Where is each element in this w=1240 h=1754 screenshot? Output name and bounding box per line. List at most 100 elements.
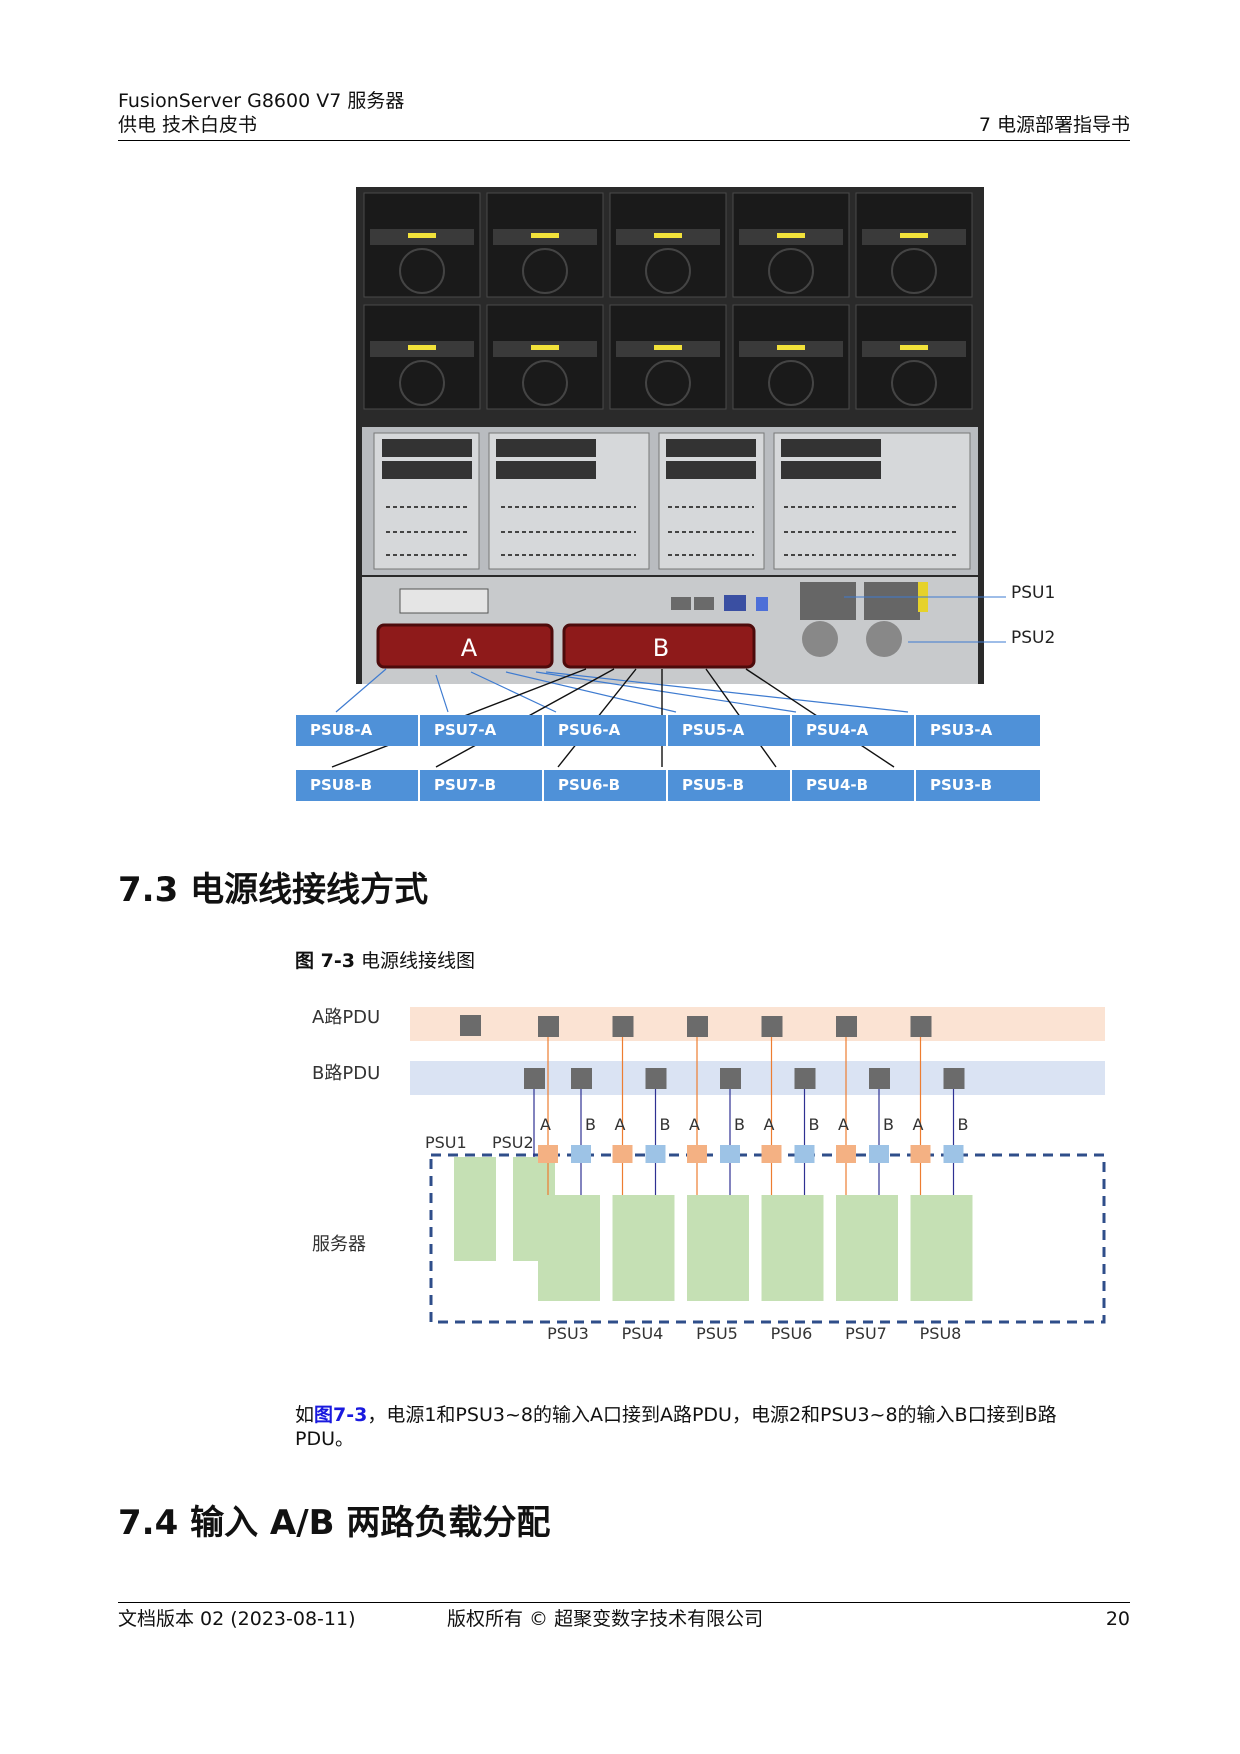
pdu-a-label: A路PDU (312, 1007, 380, 1028)
figure-caption-number: 图 7-3 (295, 950, 355, 972)
fan-led (408, 233, 436, 238)
port-a-label: A (838, 1115, 849, 1134)
paragraph-post: ，电源1和PSU3~8的输入A口接到A路PDU，电源2和PSU3~8的输入B口接… (295, 1404, 1057, 1450)
port-a-label: A (913, 1115, 924, 1134)
server-boundary (429, 1153, 1106, 1324)
port-b-label: B (809, 1115, 820, 1134)
port-b-label: B (883, 1115, 894, 1134)
fan-led (654, 345, 682, 350)
psu-label: PSU6 (771, 1324, 813, 1343)
pdu-b-outlet (720, 1068, 741, 1089)
server-label: 服务器 (312, 1234, 366, 1255)
pdu-a-outlet (836, 1016, 857, 1037)
fan-led (900, 233, 928, 238)
psu-label-a: PSU5-A (668, 715, 792, 746)
pdu-a-outlet (910, 1016, 932, 1037)
port-a-label: A (615, 1115, 626, 1134)
fan-grille (522, 248, 568, 294)
port-a-label: A (540, 1115, 551, 1134)
footer-page-number: 20 (1105, 1608, 1130, 1630)
fan-grille (399, 248, 445, 294)
header-product: FusionServer G8600 V7 服务器 (118, 90, 405, 112)
port-b-label: B (660, 1115, 671, 1134)
callout-psu1: PSU1 (1011, 583, 1056, 603)
footer-version: 文档版本 02 (2023-08-11) (118, 1608, 356, 1630)
psu-label: PSU7 (845, 1324, 887, 1343)
panel-a-label: A (461, 634, 478, 662)
server-rear-illustration: A B (331, 187, 1006, 768)
fan-led (654, 233, 682, 238)
psu-label-a: PSU7-A (420, 715, 544, 746)
port-b (645, 1145, 666, 1163)
psu-label-b: PSU8-B (296, 770, 420, 801)
psu-block (538, 1195, 600, 1301)
psu-label: PSU5 (696, 1324, 738, 1343)
small-psu-label: PSU2 (492, 1133, 534, 1152)
port-b-label: B (958, 1115, 969, 1134)
port-b (943, 1145, 964, 1163)
port-a-label: A (764, 1115, 775, 1134)
port-b-label: B (734, 1115, 745, 1134)
port-a (538, 1145, 558, 1163)
fan-grille (768, 248, 814, 294)
fan-grille (522, 360, 568, 406)
port-b (571, 1145, 591, 1163)
pdu-b-outlet (645, 1068, 667, 1089)
pdu-a-outlet (460, 1015, 481, 1036)
port-a (910, 1145, 931, 1163)
port-b-label: B (585, 1115, 596, 1134)
fan-grille (645, 248, 691, 294)
panel-b-label: B (653, 634, 669, 662)
fan-led (531, 233, 559, 238)
pdu-a-outlet (687, 1016, 708, 1037)
psu-label: PSU4 (622, 1324, 664, 1343)
section-7-3-title: 7.3 电源线接线方式 (118, 870, 429, 910)
fan-led (408, 345, 436, 350)
psu-label: PSU3 (547, 1324, 589, 1343)
psu-label: PSU8 (920, 1324, 962, 1343)
callout-psu2: PSU2 (1011, 628, 1056, 648)
psu-block (612, 1195, 675, 1301)
psu1-block (454, 1157, 496, 1261)
port-b (720, 1145, 740, 1163)
psu-label-a: PSU3-A (916, 715, 1042, 746)
fan-grille (645, 360, 691, 406)
header-chapter: 7 电源部署指导书 (978, 114, 1130, 136)
fan-grille (891, 360, 937, 406)
small-psu-label: PSU1 (425, 1133, 467, 1152)
psu-block (910, 1195, 973, 1301)
pdu-b-outlet (869, 1068, 890, 1089)
fan-led (531, 345, 559, 350)
figure-link[interactable]: 图7-3 (314, 1404, 368, 1426)
pdu-b-outlet (794, 1068, 816, 1089)
psu-label-b: PSU7-B (420, 770, 544, 801)
psu-label-b: PSU4-B (792, 770, 916, 801)
psu-label-a: PSU6-A (544, 715, 668, 746)
fan-grille (399, 360, 445, 406)
psu-label-b: PSU3-B (916, 770, 1042, 801)
port-a (687, 1145, 707, 1163)
header-rule (118, 140, 1130, 141)
header-doc-title: 供电 技术白皮书 (118, 114, 258, 136)
pdu-a-outlet (612, 1016, 634, 1037)
pdu-b-outlet (524, 1068, 545, 1089)
port-a (612, 1145, 633, 1163)
section-7-4-title: 7.4 输入 A/B 两路负载分配 (118, 1503, 551, 1543)
paragraph-pre: 如 (295, 1404, 315, 1426)
psu-label-b: PSU5-B (668, 770, 792, 801)
figure-caption: 图 7-3 电源线接线图 (295, 946, 475, 973)
psu-block (687, 1195, 749, 1301)
psu-block (836, 1195, 898, 1301)
footer-copyright: 版权所有 © 超聚变数字技术有限公司 (447, 1608, 764, 1630)
fan-led (777, 233, 805, 238)
pdu-b-band (410, 1061, 1105, 1095)
figure-caption-text: 电源线接线图 (354, 950, 475, 972)
psu-label-a: PSU4-A (792, 715, 916, 746)
psu-block (761, 1195, 824, 1301)
pdu-a-outlet (538, 1016, 559, 1037)
psu-label-a: PSU8-A (296, 715, 420, 746)
server-rear-figure: A B PSU1 PSU2 PSU8-A PSU7-A PSU6-A PSU5-… (296, 187, 1056, 817)
fan-led (777, 345, 805, 350)
